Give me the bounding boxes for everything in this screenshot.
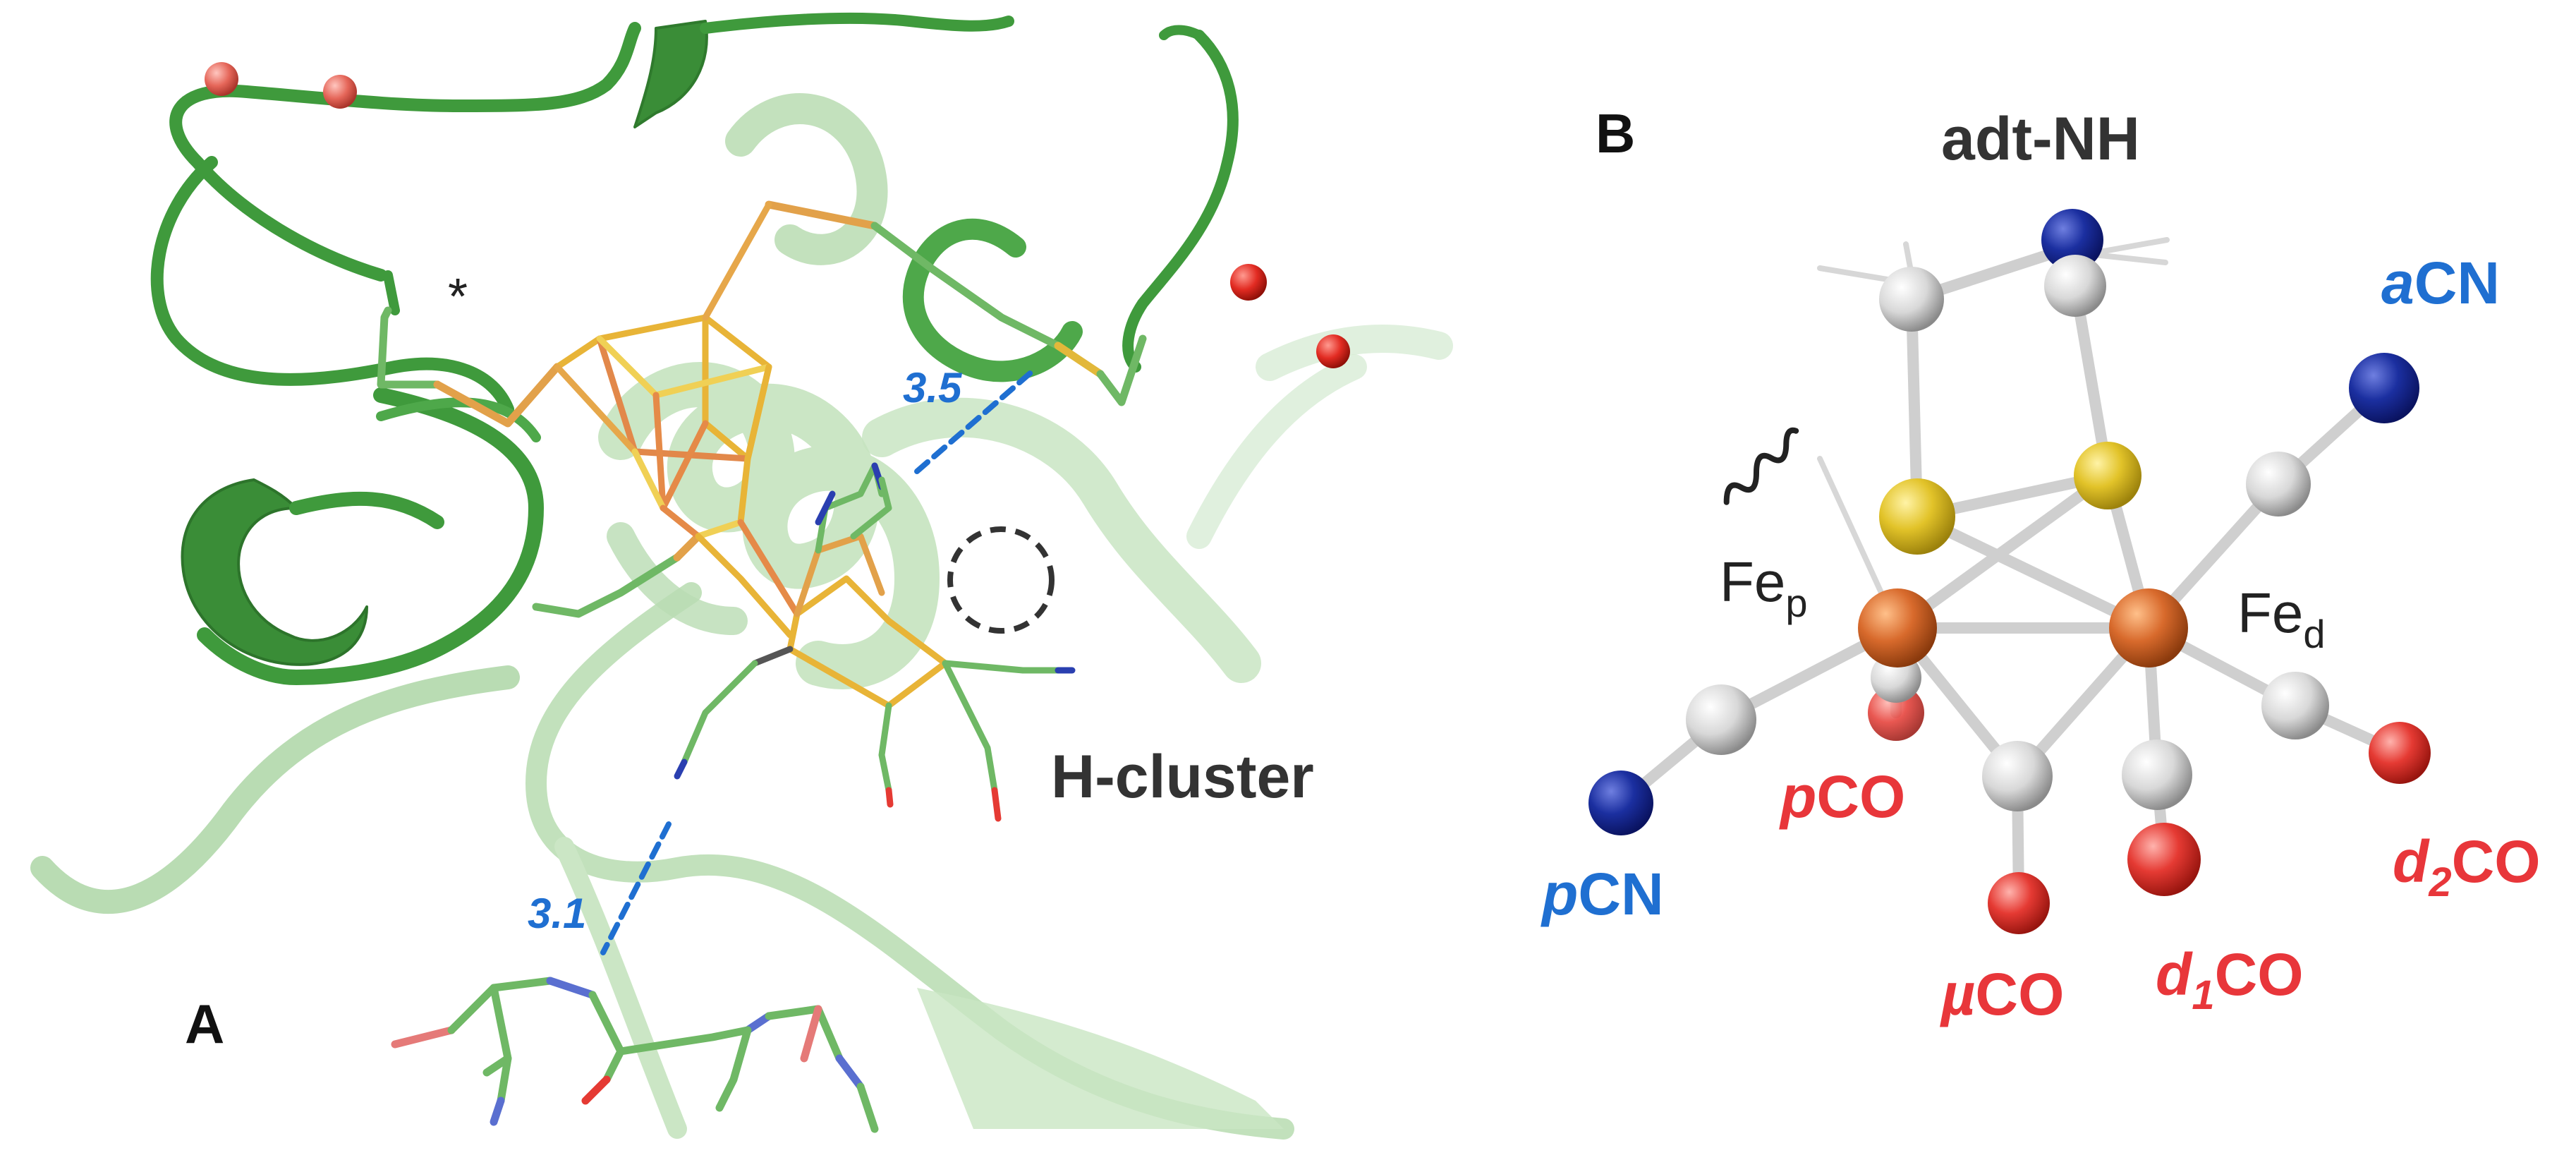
carbon-atom-muco (1982, 741, 2053, 811)
water-sphere (205, 62, 238, 96)
peptide-sticks (391, 977, 879, 1133)
nitrogen-atom-pcn (1588, 771, 1653, 835)
distance-label-upper: 3.5 (903, 364, 963, 411)
muco-label: µCO (1940, 961, 2064, 1027)
adt-nh-label: adt-NH (1941, 105, 2140, 173)
d1co-label: d1CO (2156, 941, 2304, 1018)
iron-atom-distal (2109, 588, 2188, 667)
cysteine-sticks (377, 200, 1147, 618)
water-molecules (205, 62, 1350, 368)
panel-a-letter: A (185, 993, 224, 1055)
fe-distal-label: Fed (2237, 581, 2326, 656)
acn-label: aCN (2381, 250, 2500, 316)
carbon-atom-adt-left (1879, 267, 1944, 332)
ball-and-stick-atoms (1588, 209, 2431, 934)
asterisk-marker: * (448, 269, 468, 325)
pcn-label: pCN (1541, 861, 1664, 927)
distance-line-lower (600, 821, 672, 955)
distance-label-lower: 3.1 (528, 890, 586, 937)
water-sphere (1316, 334, 1350, 368)
carbon-atom-pcn (1686, 684, 1756, 755)
panel-b: B adt-NH (1541, 102, 2541, 1027)
carbon-atom-d1co (2122, 739, 2192, 810)
carbon-atom-d2co (2261, 672, 2329, 739)
sulfur-atom-right (2074, 442, 2141, 509)
oxygen-atom-pco-hidden (1868, 684, 1924, 741)
carbon-atom-acn (2246, 452, 2311, 516)
water-sphere (323, 75, 357, 109)
h-cluster-label: H-cluster (1051, 743, 1314, 811)
carbon-atom-adt-right (2044, 255, 2106, 317)
distance-line-upper (914, 368, 1036, 474)
panel-a: 3.5 3.1 * H-cluster A (30, 12, 1453, 1140)
pco-label: pCO (1779, 763, 1905, 830)
oxygen-atom-d2co (2369, 722, 2431, 784)
nitrogen-atom-acn (2349, 353, 2419, 423)
water-sphere (1230, 264, 1267, 301)
panel-b-letter: B (1596, 102, 1635, 164)
protein-cartoon-background (30, 93, 1453, 1140)
sulfur-atom-left (1879, 478, 1955, 555)
open-coordination-site-circle (947, 526, 1055, 634)
nitrogen-atom-adt (2041, 209, 2103, 271)
oxygen-atom-d1co (2127, 823, 2201, 896)
h-cluster-sticks (554, 201, 1076, 822)
iron-atom-proximal (1858, 588, 1937, 667)
fe-proximal-label: Fep (1720, 550, 1808, 625)
oxygen-atom-muco (1988, 872, 2050, 934)
protein-cartoon-foreground (150, 12, 1239, 685)
d2co-label: d2CO (2393, 828, 2541, 905)
